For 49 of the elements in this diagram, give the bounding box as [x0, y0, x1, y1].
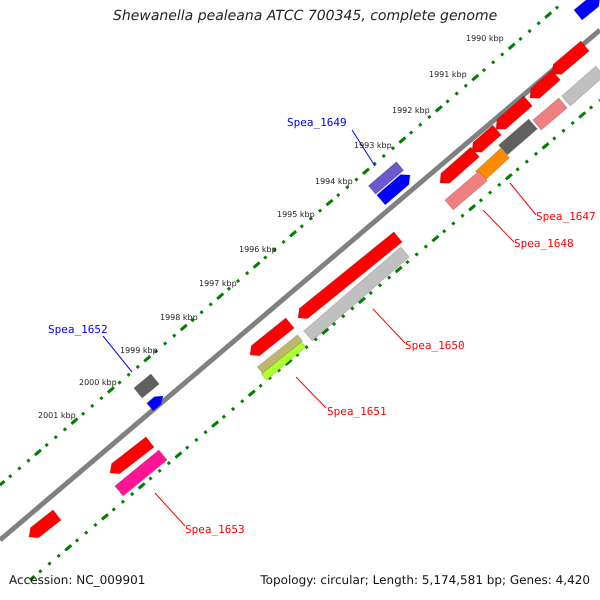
- pointed-gene-block: [297, 231, 403, 320]
- pointed-gene-block: [146, 395, 164, 412]
- genome-info-text: Topology: circular; Length: 5,174,581 bp; Genes: 4,420: [260, 573, 590, 587]
- gene-label: Spea_1651: [327, 405, 387, 418]
- tick-label: 2000 kbp: [79, 378, 117, 387]
- tick-label: 1991 kbp: [429, 70, 467, 79]
- tick-label: 1995 kbp: [277, 210, 315, 219]
- gene-bar: [532, 97, 568, 131]
- accession-text: Accession: NC_009901: [9, 573, 146, 587]
- gene-bar: [114, 449, 168, 497]
- pointed-gene-block: [28, 509, 62, 538]
- gene-bar: [444, 170, 488, 211]
- leader-line: [372, 308, 406, 344]
- pointed-gene-block: [249, 317, 295, 356]
- pointed-gene-block: [376, 174, 411, 206]
- tick-label: 1994 kbp: [315, 177, 353, 186]
- pointed-gene-block: [439, 146, 480, 184]
- gene-label: Spea_1648: [514, 237, 574, 250]
- tick-label: 2001 kbp: [38, 411, 76, 420]
- gene-bar: [498, 118, 538, 156]
- pointed-gene-block: [551, 40, 590, 75]
- leader-line: [102, 336, 132, 372]
- pointed-gene-block: [573, 0, 600, 21]
- leader-line: [154, 492, 186, 526]
- leader-line: [482, 210, 514, 242]
- gene-label: Spea_1652: [48, 323, 108, 336]
- leader-line: [510, 182, 536, 216]
- gene-label: Spea_1647: [536, 210, 596, 223]
- tick-label: 1996 kbp: [239, 245, 277, 254]
- gene-bar: [561, 65, 600, 107]
- tick-label: 1992 kbp: [392, 106, 430, 115]
- gene-bar: [368, 161, 404, 195]
- pointed-gene-block: [471, 124, 502, 153]
- pointed-gene-block: [495, 95, 533, 130]
- tick-label: 1999 kbp: [120, 346, 158, 355]
- tick-label: 1997 kbp: [199, 279, 237, 288]
- pointed-gene-block: [529, 69, 561, 99]
- gene-bar: [133, 373, 160, 399]
- tick-label: 1998 kbp: [160, 313, 198, 322]
- gene-bar: [474, 148, 510, 182]
- gene-bar: [256, 334, 304, 374]
- tick-label: 1990 kbp: [466, 34, 504, 43]
- title: Shewanella pealeana ATCC 700345, complete genome: [113, 8, 498, 24]
- pointed-gene-block: [109, 436, 155, 474]
- gene-label: Spea_1649: [287, 116, 347, 129]
- gene-label: Spea_1653: [185, 523, 245, 536]
- leader-line: [296, 376, 326, 408]
- gene-bar: [303, 246, 410, 342]
- gene-label: Spea_1650: [405, 339, 465, 352]
